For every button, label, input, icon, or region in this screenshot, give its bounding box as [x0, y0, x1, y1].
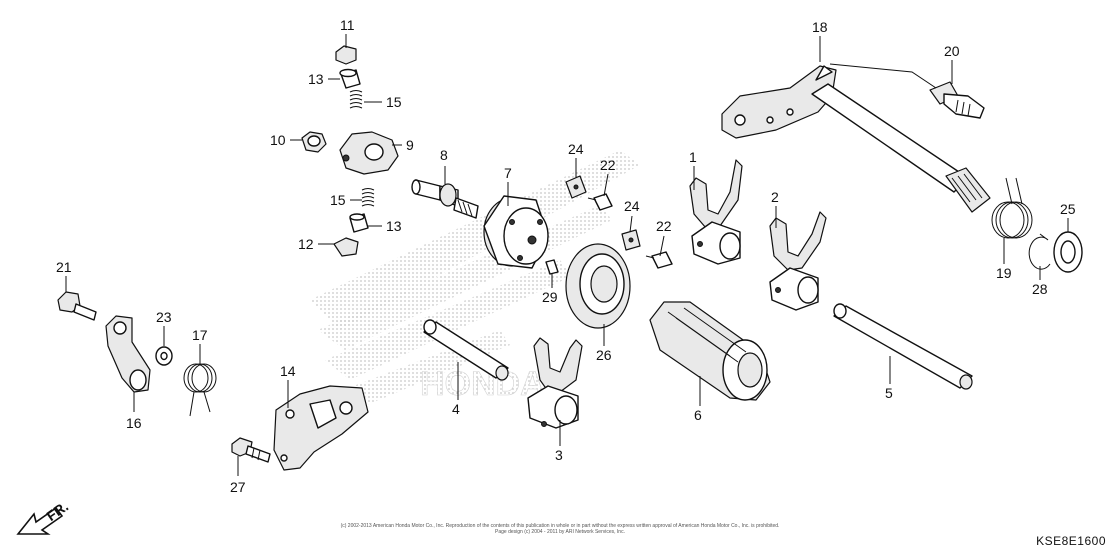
callout-29[interactable]: 29	[542, 289, 558, 305]
part-19-return-spring[interactable]	[991, 177, 1033, 239]
diagram-code: KSE8E1600	[1036, 534, 1106, 548]
part-4-shaft[interactable]	[423, 319, 509, 381]
callout-24-lower[interactable]: 24	[624, 198, 640, 214]
part-16-stopper-arm[interactable]	[105, 315, 151, 393]
callout-22-lower[interactable]: 22	[656, 218, 672, 234]
callout-3[interactable]: 3	[555, 447, 563, 463]
callout-1[interactable]: 1	[689, 149, 697, 165]
part-26-bearing[interactable]	[565, 243, 631, 329]
part-5-fork-shaft[interactable]	[833, 303, 973, 390]
part-14-guide-plate[interactable]	[273, 385, 369, 471]
callout-6[interactable]: 6	[694, 407, 702, 423]
copyright-line-1: (c) 2002-2013 American Honda Motor Co., …	[340, 523, 780, 529]
callout-13-lower[interactable]: 13	[386, 218, 402, 234]
callout-27[interactable]: 27	[230, 479, 246, 495]
part-11-cap[interactable]	[335, 45, 357, 65]
callout-14[interactable]: 14	[280, 363, 296, 379]
part-2-shift-fork[interactable]	[769, 211, 827, 311]
part-27-bolt[interactable]	[231, 437, 271, 463]
callout-15-lower[interactable]: 15	[330, 192, 346, 208]
callout-24-upper[interactable]: 24	[568, 141, 584, 157]
callout-2[interactable]: 2	[771, 189, 779, 205]
part-28-circlip[interactable]	[1028, 233, 1051, 270]
part-22-bolt-lower[interactable]	[645, 251, 673, 269]
part-8-bolt[interactable]	[411, 179, 479, 219]
callout-17[interactable]: 17	[192, 327, 208, 343]
part-15-spring-upper[interactable]	[349, 90, 363, 109]
callout-7[interactable]: 7	[504, 165, 512, 181]
part-24-plate-lower[interactable]	[621, 229, 641, 251]
part-22-bolt-upper[interactable]	[587, 193, 613, 211]
callout-25[interactable]: 25	[1060, 201, 1076, 217]
part-29-dowel-pin[interactable]	[545, 259, 559, 275]
copyright-line-2: Page design (c) 2004 - 2011 by ARI Netwo…	[495, 529, 625, 535]
part-6-shift-drum[interactable]	[649, 301, 771, 401]
part-20-bolt[interactable]	[929, 81, 985, 119]
part-15-spring-lower[interactable]	[361, 188, 375, 207]
part-10-nut[interactable]	[301, 131, 327, 153]
part-9-stopper[interactable]	[339, 131, 399, 175]
honda-wing-watermark: HONDA	[310, 150, 640, 410]
callout-13-upper[interactable]: 13	[308, 71, 324, 87]
callout-4[interactable]: 4	[452, 401, 460, 417]
watermark-text: HONDA	[420, 365, 545, 403]
callout-23[interactable]: 23	[156, 309, 172, 325]
callout-9[interactable]: 9	[406, 137, 414, 153]
part-1-shift-fork[interactable]	[689, 159, 743, 265]
part-12-stopper-tip[interactable]	[333, 237, 359, 257]
part-3-shift-fork[interactable]	[527, 337, 583, 429]
callout-10[interactable]: 10	[270, 132, 286, 148]
callout-22-upper[interactable]: 22	[600, 157, 616, 173]
callout-16[interactable]: 16	[126, 415, 142, 431]
callout-26[interactable]: 26	[596, 347, 612, 363]
part-13-bushing-upper[interactable]	[339, 68, 361, 89]
callout-labels: 11 13 15 10 9 8 15 13 12 7 24 22 24 22 2…	[56, 17, 1076, 495]
callout-18[interactable]: 18	[812, 19, 828, 35]
callout-15-upper[interactable]: 15	[386, 94, 402, 110]
part-25-washer[interactable]	[1053, 231, 1083, 273]
part-24-plate-upper[interactable]	[565, 175, 587, 199]
callout-21[interactable]: 21	[56, 259, 72, 275]
callout-11[interactable]: 11	[340, 17, 355, 33]
callout-5[interactable]: 5	[885, 385, 893, 401]
front-direction-arrow	[16, 506, 64, 535]
part-7-drum-center[interactable]	[483, 195, 549, 269]
callout-28[interactable]: 28	[1032, 281, 1048, 297]
callout-12[interactable]: 12	[298, 236, 314, 252]
part-17-spring[interactable]	[183, 363, 217, 417]
part-18-gearshift-spindle[interactable]	[721, 65, 991, 213]
callout-20[interactable]: 20	[944, 43, 960, 59]
part-13-bushing-lower[interactable]	[349, 213, 369, 233]
callout-8[interactable]: 8	[440, 147, 448, 163]
copyright-notice: (c) 2002-2013 American Honda Motor Co., …	[280, 523, 840, 535]
leader-lines	[65, 34, 1069, 476]
part-23-washer[interactable]	[155, 346, 173, 366]
callout-19[interactable]: 19	[996, 265, 1012, 281]
part-21-bolt[interactable]	[57, 291, 97, 321]
